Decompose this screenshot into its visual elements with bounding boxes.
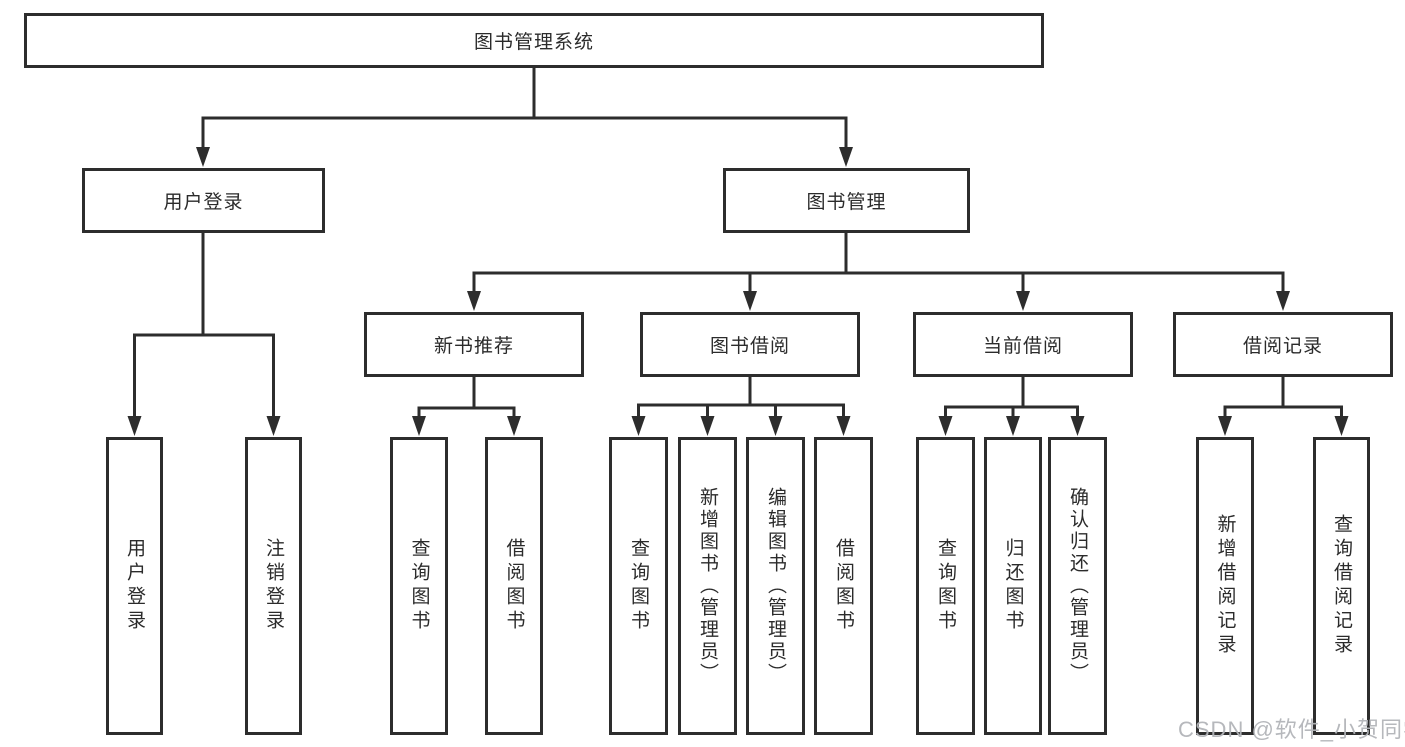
csdn-watermark: CSDN @软件_小贺同学	[1178, 717, 1405, 742]
leaf-confirm-return-admin: 确认归还（管理员）	[1048, 437, 1107, 735]
leaf-logout: 注销登录	[245, 437, 302, 735]
node-new-book-recommend: 新书推荐	[364, 312, 584, 377]
node-current-borrow: 当前借阅	[913, 312, 1133, 377]
leaf-query-books-current: 查询图书	[916, 437, 975, 735]
leaf-borrow-books: 借阅图书	[814, 437, 873, 735]
leaf-edit-books-admin: 编辑图书（管理员）	[746, 437, 805, 735]
node-library-management-system: 图书管理系统	[24, 13, 1044, 68]
node-user-login: 用户登录	[82, 168, 325, 233]
leaf-borrow-books-recommend: 借阅图书	[485, 437, 543, 735]
node-book-management: 图书管理	[723, 168, 970, 233]
leaf-add-books-admin: 新增图书（管理员）	[678, 437, 737, 735]
leaf-return-books: 归还图书	[984, 437, 1042, 735]
leaf-query-borrow-record: 查询借阅记录	[1313, 437, 1370, 735]
leaf-query-books-borrow: 查询图书	[609, 437, 668, 735]
node-borrow-record: 借阅记录	[1173, 312, 1393, 377]
leaf-query-books-recommend: 查询图书	[390, 437, 448, 735]
arrowheads	[127, 147, 1349, 436]
node-book-borrow: 图书借阅	[640, 312, 860, 377]
leaf-user-login: 用户登录	[106, 437, 163, 735]
leaf-add-borrow-record: 新增借阅记录	[1196, 437, 1254, 735]
